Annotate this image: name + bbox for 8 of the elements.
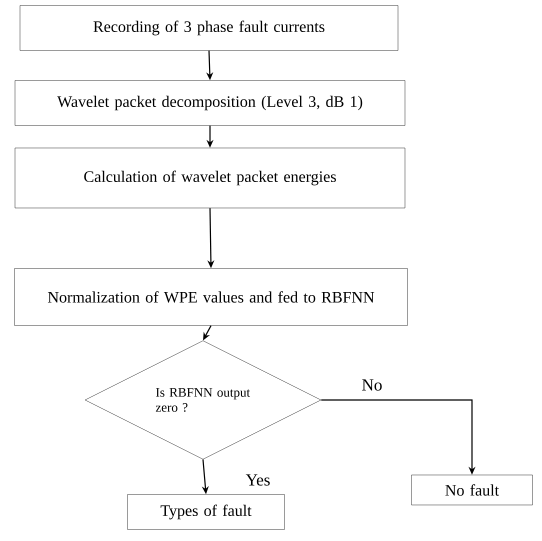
process-box: Calculation of wavelet packet energies [14, 148, 406, 208]
process-box: Recording of 3 phase fault currents [20, 5, 398, 51]
process-box: Types of fault [127, 494, 285, 530]
process-box: No fault [411, 474, 533, 506]
process-box: Normalization of WPE values and fed to RBFNN [14, 268, 408, 326]
edge-label: No [360, 378, 384, 392]
edge-label: Yes [244, 473, 272, 487]
process-box: Wavelet packet decomposition (Level 3, dB 1) [14, 80, 406, 126]
